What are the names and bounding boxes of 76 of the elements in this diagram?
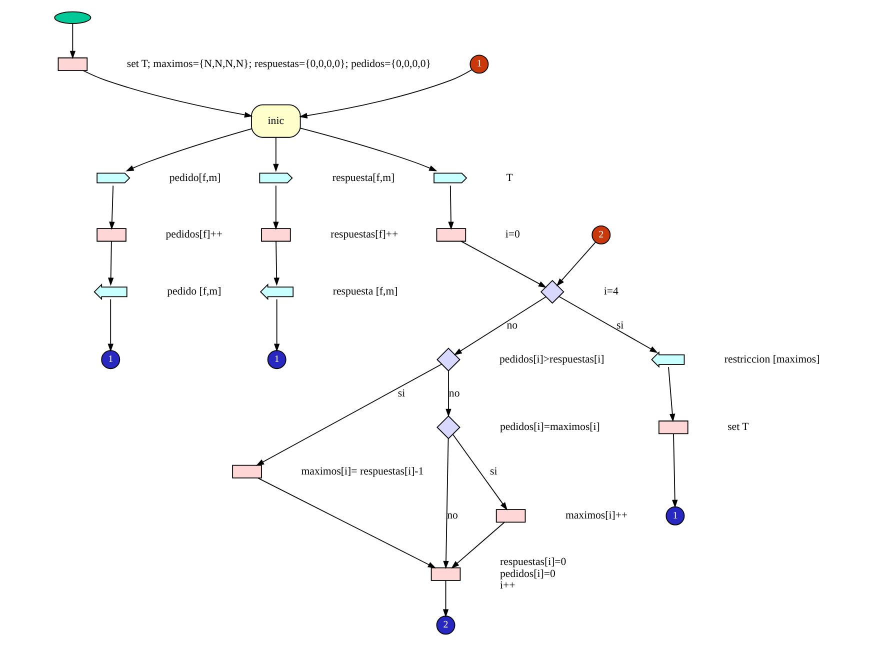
arrow (69, 23, 76, 60)
node-circle: 1 (266, 350, 286, 370)
node-label: pedidos[i]>respuestas[i] (499, 353, 604, 366)
arrow (272, 185, 278, 230)
node-label: maximos[i]++ (564, 510, 628, 522)
arrow (108, 185, 114, 230)
node-label: pedido[f,m] (168, 172, 220, 184)
arrow (125, 128, 252, 172)
arrow (257, 478, 436, 568)
node-diamond (436, 415, 460, 440)
node-label: pedidos[f]++ (165, 228, 222, 241)
node-circle: 1 (469, 54, 488, 74)
node-circle: 2 (436, 616, 455, 635)
node-flag (96, 172, 130, 184)
edge-label: no (506, 320, 518, 332)
node-label: pedidos[i]=0 (499, 568, 555, 580)
arrow (442, 438, 448, 570)
arrow (556, 242, 596, 286)
node-label: maximos[i]= respuestas[i]-1 (300, 465, 424, 478)
node-label: pedido [f,m] (166, 286, 221, 298)
node-box (430, 567, 460, 581)
arrow (450, 522, 504, 569)
node-box (658, 420, 688, 434)
arrow (300, 128, 437, 172)
edge-label: si (616, 320, 624, 332)
arrow (107, 240, 114, 286)
arrow (107, 298, 113, 352)
arrow (442, 580, 448, 618)
node-box (436, 228, 466, 242)
edge-label: si (397, 387, 405, 400)
arrow (452, 434, 507, 510)
node-label: restriccion [maximos] (724, 353, 820, 366)
arrow (668, 366, 675, 422)
node-box (96, 228, 126, 242)
arrow (448, 185, 454, 230)
arrow (672, 433, 678, 508)
node-pentagon (259, 284, 294, 300)
node-flag (433, 172, 467, 184)
node-circle: 1 (665, 506, 684, 526)
node-box: inic (250, 104, 300, 138)
node-label: respuestas[i]=0 (499, 556, 566, 568)
node-pentagon (650, 351, 684, 368)
edge-label: no (446, 510, 458, 522)
node-label: i++ (499, 580, 515, 592)
arrow (445, 370, 451, 418)
arrow (272, 137, 278, 172)
node-label: respuestas[f]++ (330, 228, 398, 241)
node-box (232, 464, 262, 478)
node-label: pedidos[i]=maximos[i] (499, 421, 600, 434)
node-label: set T (727, 421, 748, 434)
node-box (495, 509, 526, 523)
arrow (298, 69, 472, 118)
node-diamond (436, 348, 460, 372)
arrow (460, 240, 546, 288)
node-flag (258, 172, 292, 184)
node-label: i=4 (603, 286, 618, 298)
arrow (453, 296, 546, 356)
node-label: respuesta[f,m] (332, 172, 394, 184)
arrow (273, 240, 279, 286)
arrow (82, 70, 252, 118)
node-diamond (540, 280, 564, 304)
node-pentagon (93, 284, 127, 300)
arrow (273, 298, 280, 352)
edge-label: si (490, 465, 497, 478)
node-label: i=0 (504, 228, 520, 241)
node-circle: 1 (100, 350, 120, 370)
node-box (57, 57, 88, 71)
arrow (255, 364, 442, 466)
node-label: T (506, 172, 512, 184)
node-ellipse (54, 11, 91, 24)
node-label: respuesta [f,m] (332, 286, 398, 298)
edge-label: no (448, 387, 460, 400)
arrow (558, 296, 658, 353)
node-box (260, 228, 290, 242)
node-circle: 2 (591, 225, 610, 244)
node-label: set T; maximos={N,N,N,N}; respuestas={0,0,0,0}; pedidos={0,0,0,0} (126, 58, 430, 70)
